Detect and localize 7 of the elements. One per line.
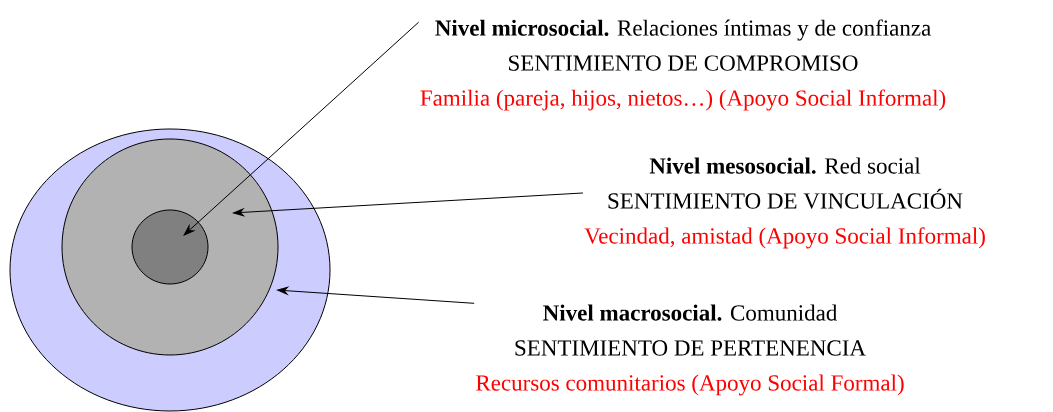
level-description: Nivel macrosocial. Comunidad SENTIMIENTO DE PERTENENCIA Recursos comunitarios (Apoyo Social Formal) [476, 304, 904, 396]
arrow [183, 21, 420, 236]
level-description: Nivel mesosocial. Red social SENTIMIENTO DE VINCULACIÓN Vecindad, amistad (Apoyo Social Informal) [584, 157, 985, 249]
center-circle [131, 209, 209, 285]
level-description: Nivel microsocial. Relaciones íntimas y de confianza SENTIMIENTO DE COMPROMISO Familia (pareja, hijos, nietos…) (Apoyo Social Informal) [420, 19, 946, 111]
arrow [277, 286, 475, 304]
arrow [233, 192, 584, 217]
